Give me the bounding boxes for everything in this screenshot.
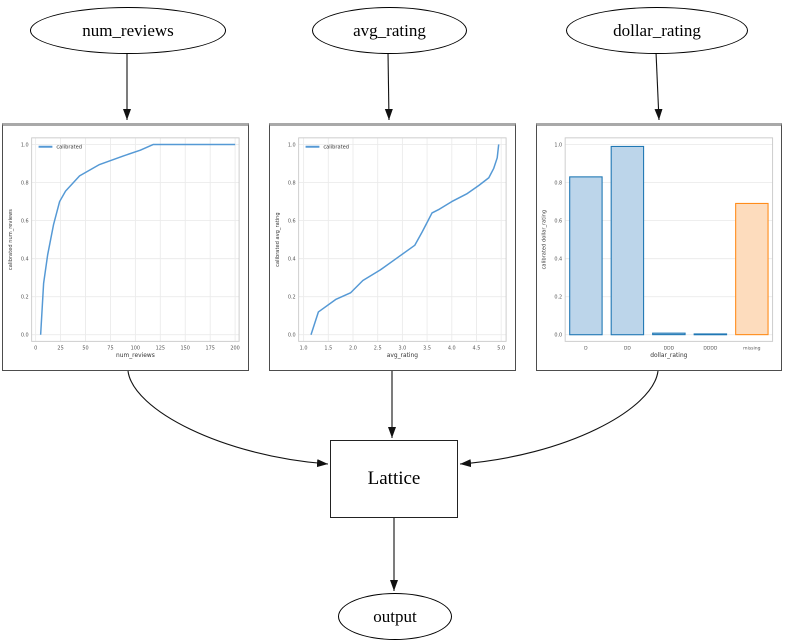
calibration-chart-num-reviews: 0.0 0.2 0.4 0.6 0.8 1.0 0 25 50 75 100 125 150 175 200… [2, 123, 249, 371]
calibration-chart-avg-rating: 0.0 0.2 0.4 0.6 0.8 1.0 1.0 1.5 2.0 2.5 3.0 3.5 4.0 4… [269, 123, 516, 371]
svg-text:125: 125 [156, 345, 165, 351]
edge-calibrator3-to-lattice [459, 370, 659, 468]
svg-text:0.0: 0.0 [554, 332, 562, 338]
svg-text:5.0: 5.0 [497, 345, 505, 351]
x-axis-label: dollar_rating [650, 353, 687, 359]
x-axis-label: avg_rating [387, 353, 419, 359]
svg-text:DDDD: DDDD [703, 345, 717, 351]
lattice-node-label: Lattice [367, 468, 421, 489]
svg-text:DD: DD [624, 345, 631, 351]
svg-text:175: 175 [205, 345, 214, 351]
svg-text:4.5: 4.5 [473, 345, 481, 351]
edge-avg-rating-to-calibrator [384, 51, 393, 121]
svg-text:0.2: 0.2 [288, 294, 296, 300]
legend-label: calibrated [323, 145, 349, 151]
svg-text:0: 0 [34, 345, 37, 351]
svg-text:1.0: 1.0 [554, 142, 562, 148]
x-axis-label: num_reviews [116, 353, 155, 359]
svg-text:DDD: DDD [664, 345, 675, 351]
calibration-curve [39, 143, 236, 335]
svg-text:0.6: 0.6 [554, 218, 562, 224]
svg-text:3.0: 3.0 [398, 345, 406, 351]
svg-text:0.6: 0.6 [288, 218, 296, 224]
svg-text:0.0: 0.0 [21, 332, 29, 338]
svg-text:200: 200 [230, 345, 239, 351]
svg-text:0.0: 0.0 [288, 332, 296, 338]
bar-missing [735, 202, 769, 336]
y-axis-label: calibrated num_reviews [8, 209, 14, 270]
svg-text:0.4: 0.4 [21, 256, 29, 262]
lattice-node: Lattice [330, 440, 458, 518]
feature-node-num-reviews: num_reviews [30, 7, 226, 54]
svg-text:0.8: 0.8 [554, 180, 562, 186]
bar-DDDD [693, 333, 728, 336]
feature-node-label: avg_rating [353, 20, 426, 40]
svg-text:25: 25 [57, 345, 63, 351]
feature-node-dollar-rating: dollar_rating [566, 7, 748, 54]
svg-text:1.0: 1.0 [300, 345, 308, 351]
svg-text:1.0: 1.0 [288, 142, 296, 148]
svg-text:3.5: 3.5 [423, 345, 431, 351]
output-node-label: output [373, 606, 417, 626]
bar-D [569, 176, 603, 336]
svg-text:0.8: 0.8 [21, 180, 29, 186]
svg-text:75: 75 [107, 345, 113, 351]
svg-text:1.0: 1.0 [21, 142, 29, 148]
svg-text:0.8: 0.8 [288, 180, 296, 186]
svg-text:50: 50 [82, 345, 88, 351]
svg-text:0.6: 0.6 [21, 218, 29, 224]
svg-text:2.0: 2.0 [349, 345, 357, 351]
feature-node-avg-rating: avg_rating [312, 7, 467, 54]
svg-text:1.5: 1.5 [324, 345, 332, 351]
svg-text:D: D [584, 345, 588, 351]
svg-text:0.2: 0.2 [21, 294, 29, 300]
feature-node-label: dollar_rating [613, 20, 701, 40]
y-axis-label: calibrated avg_rating [275, 212, 281, 267]
feature-node-label: num_reviews [82, 20, 174, 40]
svg-text:0.2: 0.2 [554, 294, 562, 300]
y-axis-label: calibrated dollar_rating [541, 210, 547, 270]
legend-label: calibrated [56, 145, 82, 151]
svg-text:2.5: 2.5 [374, 345, 382, 351]
svg-text:4.0: 4.0 [448, 345, 456, 351]
svg-text:100: 100 [131, 345, 140, 351]
edge-calibrator1-to-lattice [127, 370, 329, 468]
bar-DD [610, 145, 645, 336]
output-node: output [338, 593, 452, 640]
svg-text:0.4: 0.4 [288, 256, 296, 262]
bar-DDD [652, 332, 686, 336]
svg-text:missing: missing [743, 345, 761, 351]
edge-dollar-rating-to-calibrator [654, 51, 663, 121]
svg-text:150: 150 [181, 345, 190, 351]
svg-text:0.4: 0.4 [554, 256, 562, 262]
calibration-curve [310, 144, 500, 335]
